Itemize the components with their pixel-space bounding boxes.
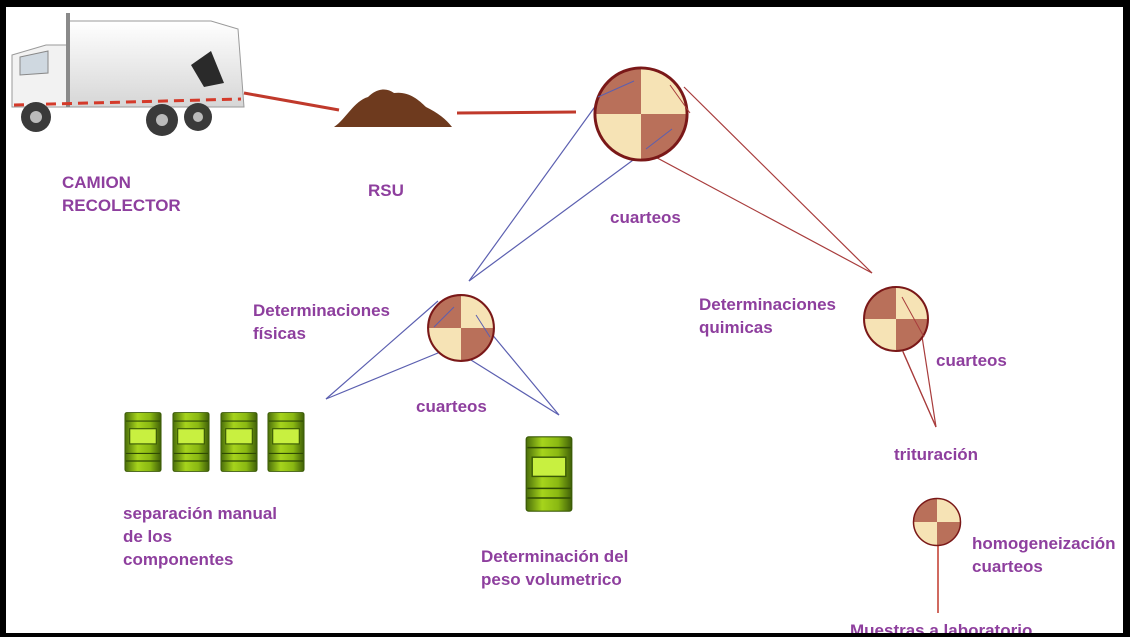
component-bins bbox=[124, 411, 305, 473]
quimicas-label: Determinaciones quimicas bbox=[699, 293, 836, 339]
bin-icon bbox=[220, 411, 258, 473]
bin-icon bbox=[124, 411, 162, 473]
truck-label-line2: RECOLECTOR bbox=[62, 196, 181, 215]
fisicas-cuarteos-label: cuarteos bbox=[416, 397, 487, 416]
fisicas-label-line1: Determinaciones bbox=[253, 301, 390, 320]
connector-lines bbox=[243, 86, 939, 613]
peso-label: Determinación del peso volumetrico bbox=[481, 545, 628, 591]
peso-label-line2: peso volumetrico bbox=[481, 570, 622, 589]
muestras-label: Muestras a laboratorio bbox=[850, 621, 1033, 637]
homogeneizacion-label-line2: cuarteos bbox=[972, 557, 1043, 576]
truck-label-line1: CAMION bbox=[62, 173, 131, 192]
fisicas-to-bins-line bbox=[325, 300, 439, 400]
main-to-quimicas-line bbox=[683, 86, 873, 274]
homogenization-quartering-circle bbox=[912, 497, 962, 547]
bin-icon bbox=[172, 411, 210, 473]
separacion-label-line3: componentes bbox=[123, 550, 234, 569]
waste-pile-icon bbox=[334, 89, 452, 127]
quimicas-label-line2: quimicas bbox=[699, 318, 773, 337]
separacion-label-line2: de los bbox=[123, 527, 173, 546]
volumetric-bin-icon bbox=[525, 435, 573, 513]
quimicas-cuarteos-label: cuarteos bbox=[936, 351, 1007, 370]
fisicas-label: Determinaciones físicas bbox=[253, 299, 390, 345]
fisicas-label-line2: físicas bbox=[253, 324, 306, 343]
homogeneizacion-label: homogeneización cuarteos bbox=[972, 532, 1116, 578]
separacion-label-line1: separación manual bbox=[123, 504, 278, 523]
main-to-quimicas-line-2 bbox=[632, 144, 873, 274]
truck-to-rsu-line bbox=[243, 91, 340, 112]
main-to-fisicas-line bbox=[468, 89, 608, 282]
separacion-label: separación manual de los componentes bbox=[123, 502, 277, 571]
peso-label-line1: Determinación del bbox=[481, 547, 629, 566]
garbage-truck-icon bbox=[11, 13, 245, 136]
rsu-to-quartering-line bbox=[456, 110, 577, 115]
homogeneizacion-label-line1: homogeneización bbox=[972, 534, 1116, 553]
quimicas-to-trituracion-line-2 bbox=[902, 351, 937, 428]
circle-inner-lines bbox=[433, 80, 925, 338]
rsu-label: RSU bbox=[368, 181, 404, 200]
bin-icon bbox=[267, 411, 305, 473]
trituracion-label: trituración bbox=[894, 445, 979, 464]
main-quartering-circle bbox=[592, 65, 690, 163]
fisicas-to-peso-line-2 bbox=[462, 354, 560, 416]
flow-diagram bbox=[11, 13, 962, 613]
main-cuarteos-label: cuarteos bbox=[610, 208, 681, 227]
truck-label: CAMION RECOLECTOR bbox=[62, 171, 181, 217]
quimicas-label-line1: Determinaciones bbox=[699, 295, 836, 314]
